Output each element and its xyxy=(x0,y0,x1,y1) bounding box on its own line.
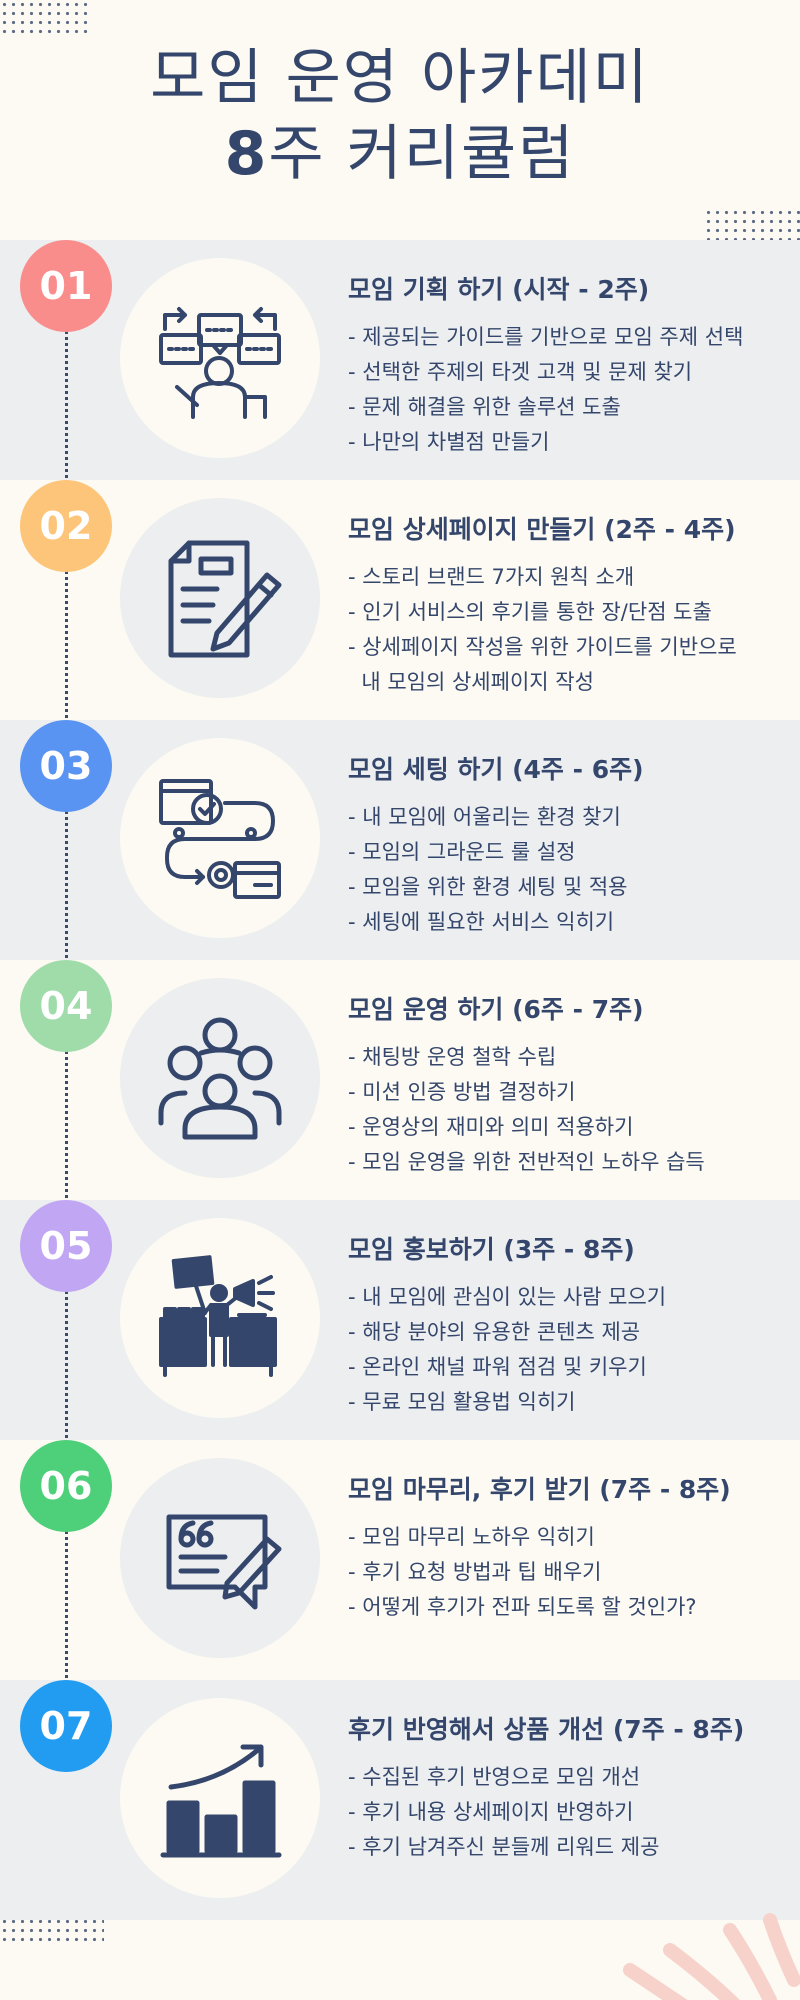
section-icon-circle xyxy=(120,1458,320,1658)
bullet-item: - 세팅에 필요한 서비스 익히기 xyxy=(348,910,615,934)
bullet-item: - 후기 남겨주신 분들께 리워드 제공 xyxy=(348,1835,660,1859)
bullet-item: - 내 모임에 어울리는 환경 찾기 xyxy=(348,805,621,829)
bullet-item: - 모임을 위한 환경 세팅 및 적용 xyxy=(348,875,628,899)
section-title: 모임 마무리, 후기 받기 (7주 - 8주) xyxy=(348,1475,731,1504)
bullet-item: - 모임 마무리 노하우 익히기 xyxy=(348,1525,595,1549)
section-title: 후기 반영해서 상품 개선 (7주 - 8주) xyxy=(348,1715,745,1744)
section-title: 모임 홍보하기 (3주 - 8주) xyxy=(348,1235,635,1264)
page-title-rest: 주 커리큘럼 xyxy=(268,119,576,189)
page-title-line2: 8주 커리큘럼 xyxy=(0,116,800,192)
section-number-badge: 07 xyxy=(20,1680,112,1772)
section-number-badge: 06 xyxy=(20,1440,112,1532)
section-text: 후기 반영해서 상품 개선 (7주 - 8주) - 수집된 후기 반영으로 모임… xyxy=(348,1710,793,1865)
bullet-item: - 모임 운영을 위한 전반적인 노하우 습득 xyxy=(348,1150,705,1174)
section-05: 05 모임 홍보하기 (3주 - 8주) - 내 모임에 관심이 있는 사람 모 xyxy=(0,1200,800,1440)
section-01: 01 모임 기획 하기 (시작 - 2주) - 제공되는 가이드를 기반으로 모… xyxy=(0,240,800,480)
bullet-item: - 상세페이지 작성을 위한 가이드를 기반으로 xyxy=(348,635,737,659)
bullet-item: - 문제 해결을 위한 솔루션 도출 xyxy=(348,395,621,419)
bullet-item: - 수집된 후기 반영으로 모임 개선 xyxy=(348,1765,641,1789)
section-number-badge: 02 xyxy=(20,480,112,572)
bullet-item: - 운영상의 재미와 의미 적용하기 xyxy=(348,1115,634,1139)
page-header: 모임 운영 아카데미 8주 커리큘럼 xyxy=(0,40,800,192)
document-pencil-icon xyxy=(168,540,282,658)
section-icon-circle xyxy=(120,738,320,938)
bullet-item: - 온라인 채널 파워 점검 및 키우기 xyxy=(348,1355,647,1379)
section-07: 07 후기 반영해서 상품 개선 (7주 - 8주) - 수집된 후기 반영으로… xyxy=(0,1680,800,1920)
section-text: 모임 기획 하기 (시작 - 2주) - 제공되는 가이드를 기반으로 모임 주… xyxy=(348,270,793,460)
section-number-badge: 01 xyxy=(20,240,112,332)
section-title: 모임 운영 하기 (6주 - 7주) xyxy=(348,995,644,1024)
bullet-item: - 나만의 차별점 만들기 xyxy=(348,430,550,454)
bullet-item: - 인기 서비스의 후기를 통한 장/단점 도출 xyxy=(348,600,712,624)
section-06: 06 모임 마무리, 후기 받기 (7주 - 8주) - 모임 마무리 노하우 … xyxy=(0,1440,800,1680)
section-icon-circle xyxy=(120,1218,320,1418)
bullet-item: - 스토리 브랜드 7가지 원칙 소개 xyxy=(348,565,635,589)
bullet-item: - 내 모임에 관심이 있는 사람 모으기 xyxy=(348,1285,667,1309)
section-text: 모임 세팅 하기 (4주 - 6주) - 내 모임에 어울리는 환경 찾기 - … xyxy=(348,750,793,940)
bullet-item: - 제공되는 가이드를 기반으로 모임 주제 선택 xyxy=(348,325,744,349)
section-icon-circle xyxy=(120,978,320,1178)
page-title-line1: 모임 운영 아카데미 xyxy=(150,43,650,113)
bullet-item: - 모임의 그라운드 룰 설정 xyxy=(348,840,576,864)
section-04: 04 모임 운영 하기 (6주 - 7주) - 채팅방 운영 철학 수립 - 미… xyxy=(0,960,800,1200)
section-title: 모임 기획 하기 (시작 - 2주) xyxy=(348,275,650,304)
section-icon-circle xyxy=(120,498,320,698)
section-title: 모임 세팅 하기 (4주 - 6주) xyxy=(348,755,644,784)
section-number-badge: 05 xyxy=(20,1200,112,1292)
bullet-item: - 미션 인증 방법 결정하기 xyxy=(348,1080,576,1104)
bullet-item: - 후기 내용 상세페이지 반영하기 xyxy=(348,1800,634,1824)
bullet-item: 내 모임의 상세페이지 작성 xyxy=(348,670,594,694)
promotion-megaphone-icon xyxy=(159,1255,277,1377)
section-icon-circle xyxy=(120,1698,320,1898)
group-icon xyxy=(158,1017,282,1140)
review-quote-icon xyxy=(166,1514,282,1610)
section-text: 모임 상세페이지 만들기 (2주 - 4주) - 스토리 브랜드 7가지 원칙 … xyxy=(348,510,793,700)
section-number-badge: 04 xyxy=(20,960,112,1052)
section-text: 모임 마무리, 후기 받기 (7주 - 8주) - 모임 마무리 노하우 익히기… xyxy=(348,1470,793,1625)
section-03: 03 모임 세팅 하기 (4주 - 6주) - 내 모임에 어울리는 환경 찾기… xyxy=(0,720,800,960)
bullet-item: - 후기 요청 방법과 팁 배우기 xyxy=(348,1560,602,1584)
dot-pattern-top-left xyxy=(0,0,90,36)
growth-chart-icon xyxy=(160,1744,282,1858)
section-02: 02 모임 상세페이지 만들기 (2주 - 4주) - 스토리 브랜드 7가지 … xyxy=(0,480,800,720)
workflow-settings-icon xyxy=(159,779,281,899)
brush-stroke-decoration xyxy=(610,1910,800,2000)
section-text: 모임 홍보하기 (3주 - 8주) - 내 모임에 관심이 있는 사람 모으기 … xyxy=(348,1230,793,1420)
bullet-item: - 선택한 주제의 타겟 고객 및 문제 찾기 xyxy=(348,360,693,384)
section-icon-circle xyxy=(120,258,320,458)
bullet-item: - 해당 분야의 유용한 콘텐츠 제공 xyxy=(348,1320,641,1344)
bullet-item: - 무료 모임 활용법 익히기 xyxy=(348,1390,576,1414)
bullet-item: - 어떻게 후기가 전파 되도록 할 것인가? xyxy=(348,1595,697,1619)
section-title: 모임 상세페이지 만들기 (2주 - 4주) xyxy=(348,515,736,544)
section-number-badge: 03 xyxy=(20,720,112,812)
bullet-item: - 채팅방 운영 철학 수립 xyxy=(348,1045,557,1069)
page-title-number: 8 xyxy=(224,119,269,189)
section-text: 모임 운영 하기 (6주 - 7주) - 채팅방 운영 철학 수립 - 미션 인… xyxy=(348,990,793,1180)
discussion-icon xyxy=(159,307,281,419)
